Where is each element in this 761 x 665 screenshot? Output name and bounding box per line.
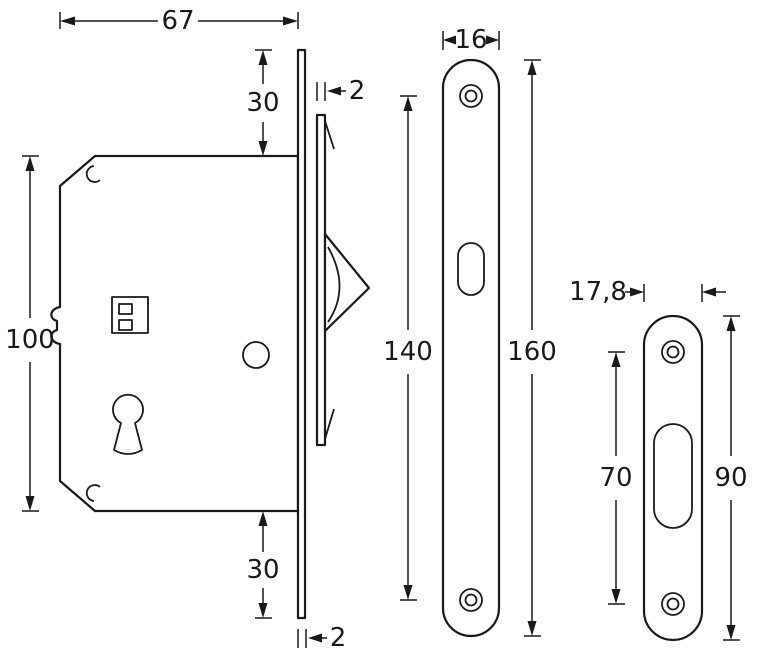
strike-screw-hole-bottom-outer xyxy=(661,592,685,616)
dim-strike-width-label: 17,8 xyxy=(569,277,627,307)
dim-top-offset-label: 30 xyxy=(246,88,279,118)
dim-faceplate-height-label: 160 xyxy=(507,337,557,367)
keyhole xyxy=(112,393,144,455)
strike-screw-hole-top-outer xyxy=(661,340,685,364)
arrow-right-icon xyxy=(486,35,499,45)
mechanism-detail-bottom xyxy=(118,319,133,331)
dim-faceplate-width: 16 xyxy=(442,25,500,55)
strike-latch-opening xyxy=(653,423,693,529)
arrow-down-icon xyxy=(258,603,268,618)
dim-faceplate-hole-spacing: 140 xyxy=(383,95,433,601)
lock-body-outline xyxy=(50,154,300,513)
strike-plate-front-view xyxy=(642,314,704,642)
strike-plate-body xyxy=(642,314,704,642)
arrow-up-icon xyxy=(726,316,736,331)
arrow-left-icon xyxy=(60,16,75,26)
strike-screw-hole-top-inner xyxy=(666,345,680,359)
dim-bottom-offset: 30 xyxy=(246,511,280,619)
inner-plate-edge xyxy=(315,113,327,447)
arrow-up-icon xyxy=(258,50,268,65)
arrow-up-icon xyxy=(25,156,35,171)
dim-lock-width-label: 67 xyxy=(161,6,194,36)
lock-mechanism-box xyxy=(111,296,149,334)
arrow-left-icon xyxy=(443,35,456,45)
outer-faceplate-edge xyxy=(296,48,307,620)
dim-plate-thickness-top: 2 xyxy=(316,76,366,106)
dim-faceplate-hole-spacing-label: 140 xyxy=(383,337,433,367)
faceplate-screw-hole-top-outer xyxy=(459,84,483,108)
arrow-down-icon xyxy=(258,141,268,156)
dim-strike-hole-spacing-label: 70 xyxy=(599,463,632,493)
faceplate-screw-hole-bottom-inner xyxy=(464,593,478,607)
arrow-left-icon xyxy=(702,287,716,297)
mounting-clip-bottom-icon xyxy=(85,484,101,502)
arrow-up-icon xyxy=(258,511,268,526)
faceplate-screw-hole-bottom-outer xyxy=(459,588,483,612)
arrow-left-icon xyxy=(308,633,322,643)
dim-lock-width: 67 xyxy=(59,6,299,36)
dim-strike-hole-spacing: 70 xyxy=(599,351,633,605)
spindle-hole xyxy=(242,341,270,369)
arrow-down-icon xyxy=(25,496,35,511)
arrow-down-icon xyxy=(726,625,736,640)
arrow-down-icon xyxy=(403,585,413,600)
dim-lock-height: 100 xyxy=(5,155,55,512)
spring-clip-top xyxy=(324,120,335,150)
arrow-right-icon xyxy=(283,16,298,26)
mounting-clip-top-icon xyxy=(85,165,101,183)
mechanism-detail-top xyxy=(118,303,133,315)
dim-plate-thickness-top-label: 2 xyxy=(349,76,366,106)
arrow-up-icon xyxy=(527,60,537,75)
lock-body-side-view xyxy=(50,154,300,513)
arrow-left-icon xyxy=(327,86,341,96)
dim-faceplate-width-label: 16 xyxy=(454,25,487,55)
faceplate-body xyxy=(441,58,501,638)
faceplate-screw-hole-top-inner xyxy=(464,89,478,103)
dim-faceplate-height: 160 xyxy=(507,59,557,637)
dim-plate-thickness-bottom: 2 xyxy=(297,623,347,653)
latch-curve xyxy=(327,246,341,323)
arrow-up-icon xyxy=(403,96,413,111)
dim-strike-width: 17,8 xyxy=(569,277,726,307)
dim-strike-height: 90 xyxy=(714,315,748,641)
faceplate-edge-view xyxy=(296,48,371,620)
strike-screw-hole-bottom-inner xyxy=(666,597,680,611)
dim-plate-thickness-bottom-label: 2 xyxy=(330,623,347,653)
dim-strike-height-label: 90 xyxy=(714,463,747,493)
faceplate-latch-slot xyxy=(457,242,485,296)
arrow-down-icon xyxy=(611,589,621,604)
dim-top-offset: 30 xyxy=(246,49,280,156)
spring-clip-bottom xyxy=(324,408,335,440)
arrow-down-icon xyxy=(527,621,537,636)
dim-lock-height-label: 100 xyxy=(5,325,55,355)
arrow-right-icon xyxy=(630,287,644,297)
arrow-up-icon xyxy=(611,352,621,367)
dim-bottom-offset-label: 30 xyxy=(246,555,279,585)
faceplate-front-view xyxy=(441,58,501,638)
